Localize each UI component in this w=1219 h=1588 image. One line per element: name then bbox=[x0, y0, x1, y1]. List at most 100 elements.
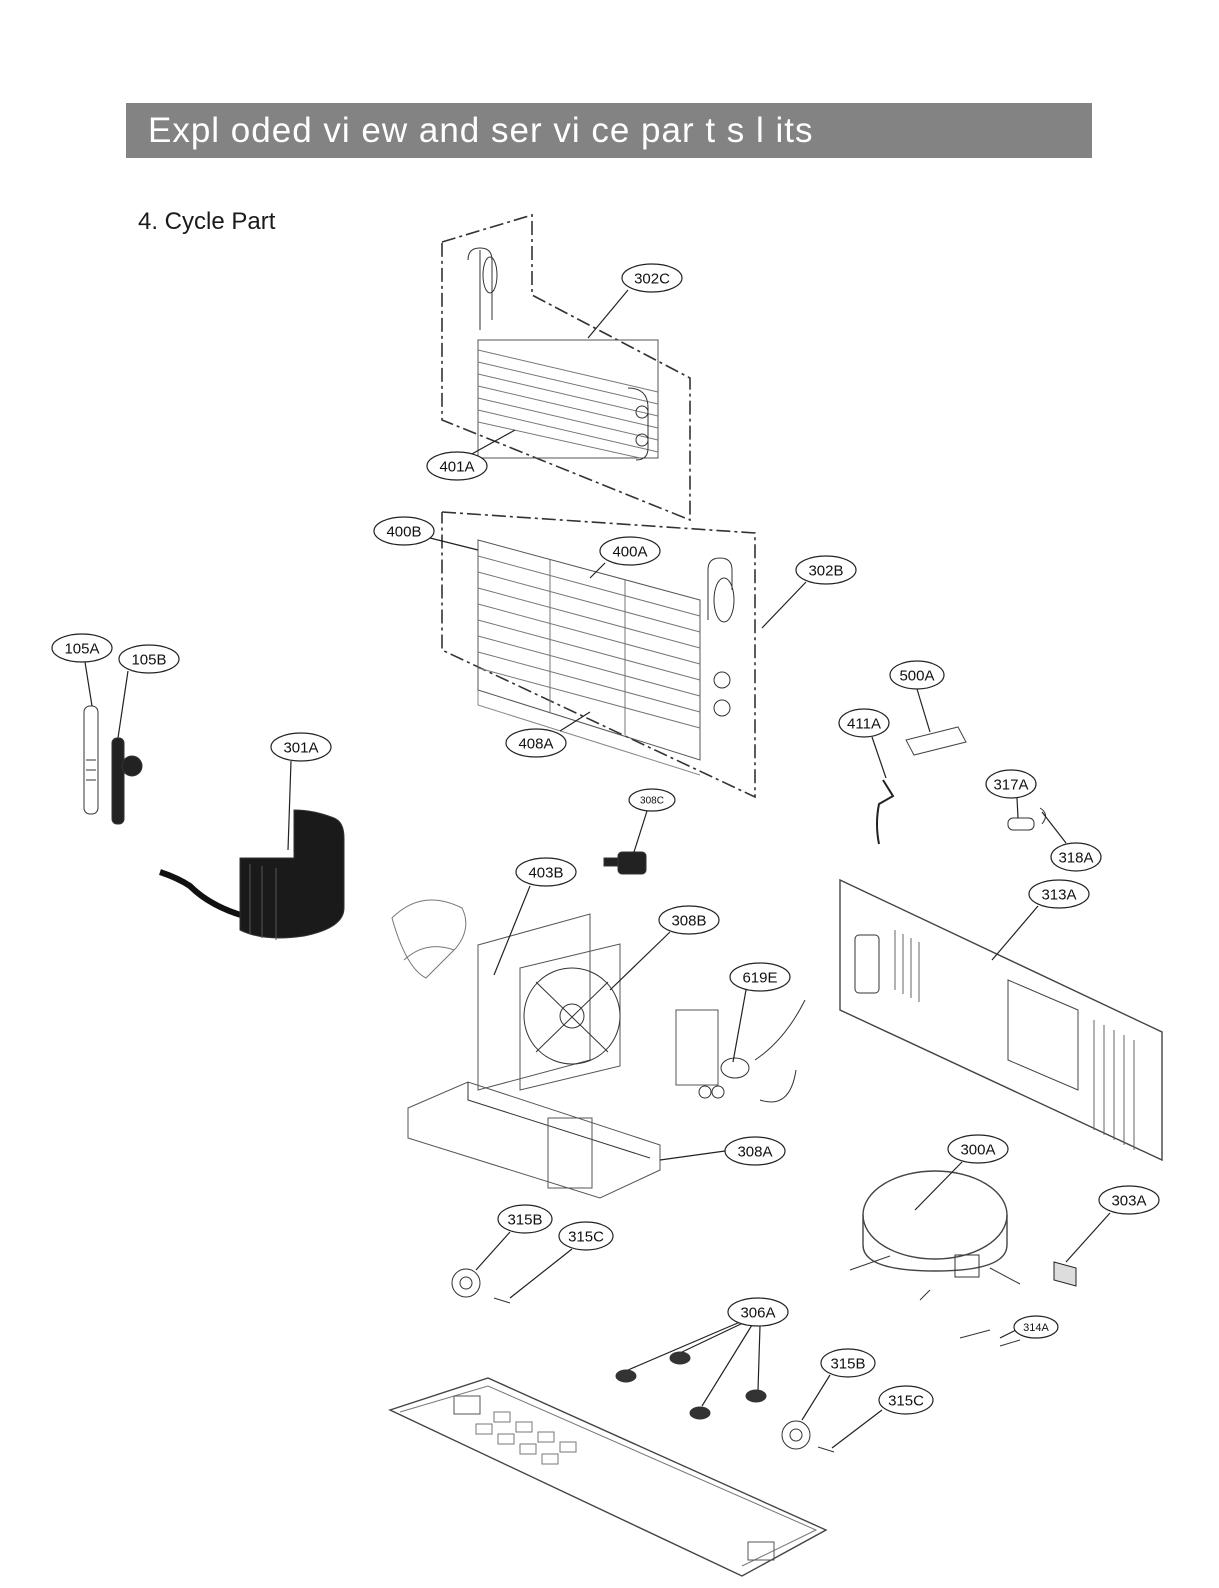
defrost-assy-drawing bbox=[675, 999, 806, 1103]
callout-label: 301A bbox=[283, 739, 318, 756]
callout-bubble bbox=[628, 788, 676, 812]
callout-bubble bbox=[558, 1221, 614, 1251]
fan-motor-drawing bbox=[603, 851, 647, 875]
grommets-drawing bbox=[451, 1268, 1021, 1453]
leader-line-403b bbox=[493, 885, 531, 976]
leader-line-500a bbox=[916, 688, 931, 733]
callout-bubble bbox=[373, 516, 435, 546]
callout-label: 308B bbox=[671, 912, 706, 929]
callout-bubble bbox=[599, 536, 661, 566]
machine-room-cover-drawing bbox=[839, 878, 1163, 1162]
callout-313a: 313A bbox=[1028, 879, 1090, 909]
leader-line-301a bbox=[287, 760, 292, 851]
leader-line-306a bbox=[701, 1324, 753, 1407]
callout-label: 315B bbox=[507, 1211, 542, 1228]
callout-label: 315C bbox=[888, 1392, 924, 1409]
callout-label: 403B bbox=[528, 864, 563, 881]
leader-line-313a bbox=[991, 905, 1039, 961]
leader-line-308c bbox=[633, 810, 648, 853]
callout-label: 313A bbox=[1041, 886, 1076, 903]
callout-bubble bbox=[497, 1204, 553, 1234]
callout-619e: 619E bbox=[729, 962, 791, 992]
callout-bubble bbox=[1098, 1185, 1160, 1215]
callout-label: 105B bbox=[131, 651, 166, 668]
callout-bubble bbox=[724, 1136, 786, 1166]
callout-bubble bbox=[515, 857, 577, 887]
condenser-drawing bbox=[159, 809, 345, 940]
callout-302c: 302C bbox=[621, 263, 683, 293]
callout-label: 500A bbox=[899, 667, 934, 684]
lower-evaporator-drawing bbox=[441, 511, 756, 799]
callout-bubble bbox=[426, 451, 488, 481]
callout-500a: 500A bbox=[889, 660, 945, 690]
callout-314a: 314A bbox=[1013, 1315, 1059, 1339]
callout-bubble bbox=[1013, 1315, 1059, 1339]
callout-308b: 308B bbox=[658, 905, 720, 935]
leader-line-314a bbox=[999, 1329, 1017, 1339]
leader-line-308b bbox=[609, 931, 671, 991]
callout-302b: 302B bbox=[795, 555, 857, 585]
callout-label: 401A bbox=[439, 458, 474, 475]
callout-bubble bbox=[505, 728, 567, 758]
leader-line-400b bbox=[429, 537, 479, 551]
callout-403b: 403B bbox=[515, 857, 577, 887]
callout-318a: 318A bbox=[1050, 842, 1102, 872]
leader-line-408a bbox=[559, 711, 591, 732]
callout-315c: 315C bbox=[878, 1385, 934, 1415]
leader-line-300a bbox=[914, 1161, 963, 1211]
callout-label: 400B bbox=[386, 523, 421, 540]
callout-317a: 317A bbox=[985, 769, 1037, 799]
leader-lines bbox=[84, 289, 1111, 1449]
callout-bubble bbox=[118, 644, 180, 674]
leader-line-306a bbox=[681, 1321, 746, 1353]
drain-tube-drawing bbox=[83, 705, 143, 825]
callout-bubble bbox=[729, 962, 791, 992]
callout-bubble bbox=[838, 708, 890, 738]
leader-line-619e bbox=[732, 989, 747, 1063]
leader-line-318a bbox=[1041, 811, 1067, 844]
callout-label: 317A bbox=[993, 776, 1028, 793]
callout-label: 303A bbox=[1111, 1192, 1146, 1209]
callout-bubble bbox=[51, 633, 113, 663]
callout-105b: 105B bbox=[118, 644, 180, 674]
leader-line-315c bbox=[509, 1248, 573, 1299]
callout-408a: 408A bbox=[505, 728, 567, 758]
callout-label: 619E bbox=[742, 969, 777, 986]
leader-line-302b bbox=[761, 581, 807, 629]
leader-line-303a bbox=[1065, 1212, 1111, 1263]
callout-bubble bbox=[889, 660, 945, 690]
callout-label: 314A bbox=[1023, 1322, 1049, 1334]
leader-line-306a bbox=[757, 1325, 761, 1391]
callout-bubble bbox=[270, 732, 332, 762]
callout-303a: 303A bbox=[1098, 1185, 1160, 1215]
callout-label: 315B bbox=[830, 1355, 865, 1372]
callout-label: 306A bbox=[740, 1304, 775, 1321]
callout-315c: 315C bbox=[558, 1221, 614, 1251]
callout-411a: 411A bbox=[838, 708, 890, 738]
callout-label: 318A bbox=[1058, 849, 1093, 866]
leader-line-317a bbox=[1016, 797, 1019, 819]
drain-tray-drawing bbox=[407, 1081, 661, 1199]
callout-315b: 315B bbox=[497, 1204, 553, 1234]
callout-label: 408A bbox=[518, 735, 553, 752]
fan-shroud-drawing bbox=[391, 899, 621, 1091]
callout-label: 411A bbox=[847, 715, 881, 732]
page-title: Expl oded vi ew and ser vi ce par t s l … bbox=[148, 111, 814, 150]
callout-bubble bbox=[795, 555, 857, 585]
callout-bubble bbox=[1028, 879, 1090, 909]
leader-line-105a bbox=[84, 661, 93, 707]
callout-300a: 300A bbox=[947, 1134, 1009, 1164]
callout-315b: 315B bbox=[820, 1348, 876, 1378]
callout-bubble bbox=[658, 905, 720, 935]
callout-308c: 308C bbox=[628, 788, 676, 812]
leader-line-308a bbox=[659, 1150, 726, 1161]
leader-line-315b bbox=[801, 1374, 831, 1421]
leader-line-302c bbox=[587, 289, 629, 339]
upper-evaporator-drawing bbox=[441, 213, 691, 522]
callout-bubble bbox=[947, 1134, 1009, 1164]
callout-label: 300A bbox=[960, 1141, 995, 1158]
base-plate-drawing bbox=[388, 1377, 828, 1577]
compressor-drawing bbox=[849, 1170, 1077, 1301]
callout-105a: 105A bbox=[51, 633, 113, 663]
leader-line-306a bbox=[627, 1321, 741, 1371]
